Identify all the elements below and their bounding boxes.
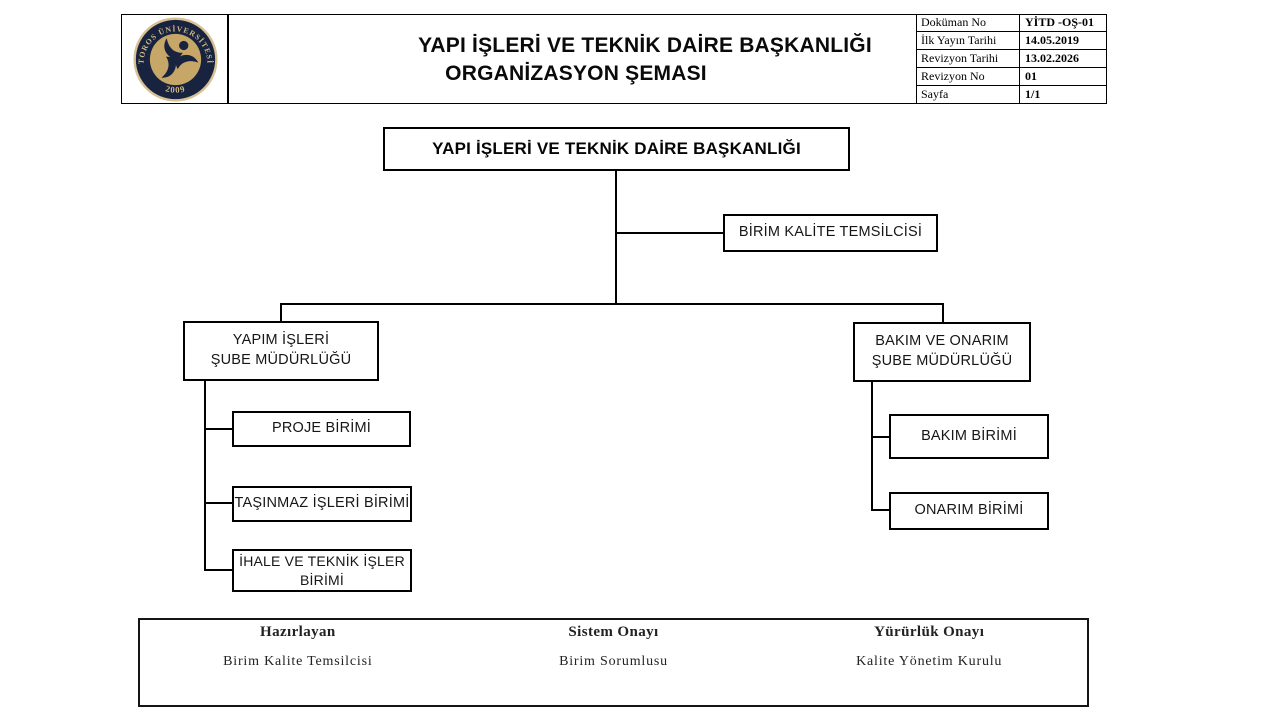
org-box-label-line1: YAPIM İŞLERİ	[232, 332, 330, 349]
org-box-repair-unit: ONARIM BİRİMİ	[889, 492, 1049, 530]
org-box-label: BAKIM BİRİMİ	[921, 427, 1017, 444]
connector-branch-horizontal	[280, 303, 944, 305]
page-title-line1: YAPI İŞLERİ VE TEKNİK DAİRE BAŞKANLIĞI	[418, 34, 872, 57]
doc-info-row: Sayfa 1/1	[917, 86, 1107, 104]
doc-info-value: 14.05.2019	[1025, 33, 1079, 47]
connector-left-stub-1	[204, 428, 232, 430]
doc-info-value: YİTD -OŞ-01	[1025, 15, 1095, 29]
org-box-maintenance-repair-dept: BAKIM VE ONARIM ŞUBE MÜDÜRLÜĞÜ	[853, 322, 1031, 382]
university-logo-icon: TOROS ÜNİVERSİTESİ 2009	[133, 17, 218, 102]
doc-info-row: Doküman No YİTD -OŞ-01	[917, 14, 1107, 32]
document-header	[121, 14, 1107, 104]
connector-root-down	[615, 171, 617, 305]
doc-info-value: 1/1	[1025, 87, 1041, 101]
org-box-construction-works-dept: YAPIM İŞLERİ ŞUBE MÜDÜRLÜĞÜ	[183, 321, 379, 381]
approval-value: Birim Kalite Temsilcisi	[223, 654, 373, 669]
logo-year: 2009	[165, 83, 187, 95]
org-box-label-line1: BAKIM VE ONARIM	[875, 333, 1009, 350]
doc-info-row: Revizyon No 01	[917, 68, 1107, 86]
document-info-table: Doküman No YİTD -OŞ-01 İlk Yayın Tarihi …	[916, 14, 1107, 104]
connector-right-stub-2	[871, 509, 889, 511]
connector-left-stub-3	[204, 569, 232, 571]
org-box-maintenance-unit: BAKIM BİRİMİ	[889, 414, 1049, 459]
connector-quality-rep	[615, 232, 723, 234]
connector-left-spine	[204, 381, 206, 571]
org-box-real-estate-unit: TAŞINMAZ İŞLERİ BİRİMİ	[232, 486, 412, 522]
org-box-label: ONARIM BİRİMİ	[914, 502, 1024, 519]
approval-column-enactment-approval: Yürürlük Onayı Kalite Yönetim Kurulu	[771, 620, 1087, 705]
doc-info-label: Revizyon No	[917, 68, 1020, 85]
doc-info-label: Sayfa	[917, 86, 1020, 104]
doc-info-value: 01	[1025, 69, 1037, 83]
approval-header: Hazırlayan	[260, 624, 336, 640]
approval-header: Yürürlük Onayı	[874, 624, 985, 640]
doc-info-row: İlk Yayın Tarihi 14.05.2019	[917, 32, 1107, 50]
logo-swirl	[153, 38, 200, 80]
approval-value: Birim Sorumlusu	[559, 654, 668, 669]
approval-value: Kalite Yönetim Kurulu	[856, 654, 1003, 669]
org-box-quality-representative: BİRİM KALİTE TEMSİLCİSİ	[723, 214, 938, 252]
approval-column-prepared-by: Hazırlayan Birim Kalite Temsilcisi	[140, 620, 456, 705]
org-box-label: PROJE BİRİMİ	[271, 420, 372, 437]
connector-left-stub-2	[204, 502, 232, 504]
org-box-label: BİRİM KALİTE TEMSİLCİSİ	[738, 224, 923, 241]
org-box-label: İHALE VE TEKNİK İŞLER BİRİMİ	[239, 552, 405, 588]
doc-info-value: 13.02.2026	[1025, 51, 1079, 65]
org-box-label-line2: ŞUBE MÜDÜRLÜĞÜ	[871, 353, 1013, 369]
doc-info-label: İlk Yayın Tarihi	[917, 32, 1020, 49]
approval-footer: Hazırlayan Birim Kalite Temsilcisi Siste…	[138, 618, 1089, 707]
org-box-tender-technical-unit: İHALE VE TEKNİK İŞLER BİRİMİ	[232, 549, 412, 592]
connector-right-drop	[942, 303, 944, 322]
connector-right-spine	[871, 382, 873, 511]
approval-column-system-approval: Sistem Onayı Birim Sorumlusu	[456, 620, 772, 705]
org-box-project-unit: PROJE BİRİMİ	[232, 411, 411, 447]
org-box-root-label: YAPI İŞLERİ VE TEKNİK DAİRE BAŞKANLIĞI	[432, 138, 801, 158]
doc-info-label: Doküman No	[917, 14, 1020, 31]
page-title-line2: ORGANİZASYON ŞEMASI	[445, 62, 707, 85]
org-box-root: YAPI İŞLERİ VE TEKNİK DAİRE BAŞKANLIĞI	[383, 127, 850, 171]
doc-info-label: Revizyon Tarihi	[917, 50, 1020, 67]
connector-left-drop	[280, 303, 282, 321]
org-box-label-line2: ŞUBE MÜDÜRLÜĞÜ	[210, 352, 352, 368]
connector-right-stub-1	[871, 436, 889, 438]
org-box-label: TAŞINMAZ İŞLERİ BİRİMİ	[234, 495, 410, 512]
header-cell-divider	[227, 14, 229, 104]
approval-header: Sistem Onayı	[568, 624, 659, 640]
doc-info-row: Revizyon Tarihi 13.02.2026	[917, 50, 1107, 68]
